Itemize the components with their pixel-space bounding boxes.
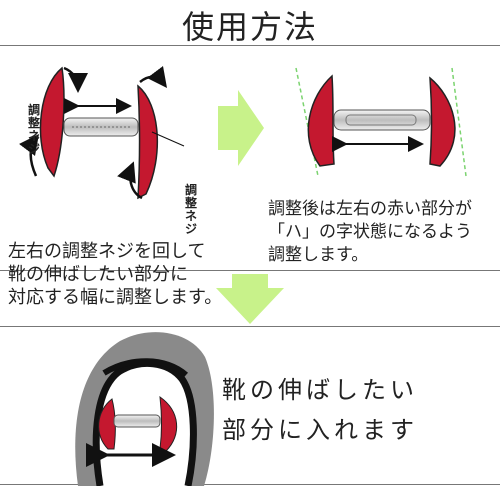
down-arrow-icon [216,274,284,324]
right-screw-label: 調整ネジ [184,183,197,236]
instruction-panel-top: 調整ネジ 調整ネジ [0,45,500,271]
step3-instructions: 靴の伸ばしたい 部分に入れます [222,370,418,450]
left-adjuster-diagram [19,66,185,200]
left-screw-label: 調整ネジ [27,103,40,156]
left-pad-shape [39,66,65,178]
step1-instructions: 左右の調整ネジを回して 靴の伸ばしたい部分に 対応する幅に調整します。 [8,240,222,309]
right-adjuster-diagram [295,67,467,177]
step2-line: 調整後は左右の赤い部分が [268,199,472,219]
adjustment-illustration [19,66,467,200]
step3-line: 靴の伸ばしたい [222,376,418,404]
shoe-illustration [75,332,214,486]
next-step-arrow-icon [218,90,264,166]
step1-line: 左右の調整ネジを回して [8,241,206,262]
step1-line: 対応する幅に調整します。 [8,287,223,308]
step2-line: 調整します。 [268,245,369,265]
step2-line: 「ハ」の字状態になるよう [268,222,472,242]
step1-line: 靴の伸ばしたい部分に [8,264,188,285]
page-title: 使用方法 [181,8,318,46]
step3-line: 部分に入れます [222,416,418,444]
step2-instructions: 調整後は左右の赤い部分が 「ハ」の字状態になるよう 調整します。 [268,198,472,267]
instruction-panel-bottom [0,326,500,486]
right-pad-shape [137,84,159,200]
